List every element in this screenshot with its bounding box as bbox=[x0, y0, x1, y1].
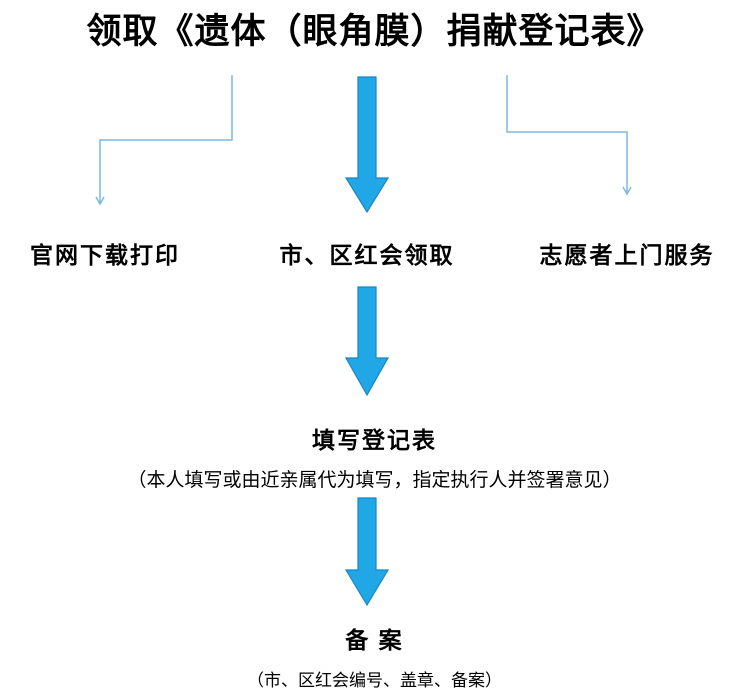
step-fill-form-label: 填写登记表 bbox=[312, 427, 437, 453]
option-red-cross-pickup: 市、区红会领取 bbox=[279, 242, 455, 268]
step-filing-note: （市、区红会编号、盖章、备案） bbox=[247, 671, 502, 690]
connector-right-arrowhead bbox=[622, 186, 632, 196]
arrow-fill-form-to-filing bbox=[344, 497, 390, 607]
step-fill-form-note: （本人填写或由近亲属代为填写，指定执行人并签署意见） bbox=[127, 470, 622, 491]
diagram-title: 领取《遗体（眼角膜）捐献登记表》 bbox=[86, 12, 663, 51]
connector-left-arrowhead bbox=[95, 196, 105, 206]
option-download-print: 官网下载打印 bbox=[30, 242, 180, 268]
arrow-option-to-fill-form bbox=[344, 286, 390, 397]
arrow-title-to-center-option bbox=[344, 76, 390, 214]
step-filing-label: 备 案 bbox=[345, 627, 404, 653]
connector-to-right-option bbox=[506, 75, 628, 193]
option-volunteer-visit: 志愿者上门服务 bbox=[539, 242, 715, 268]
connector-to-left-option bbox=[99, 75, 233, 203]
